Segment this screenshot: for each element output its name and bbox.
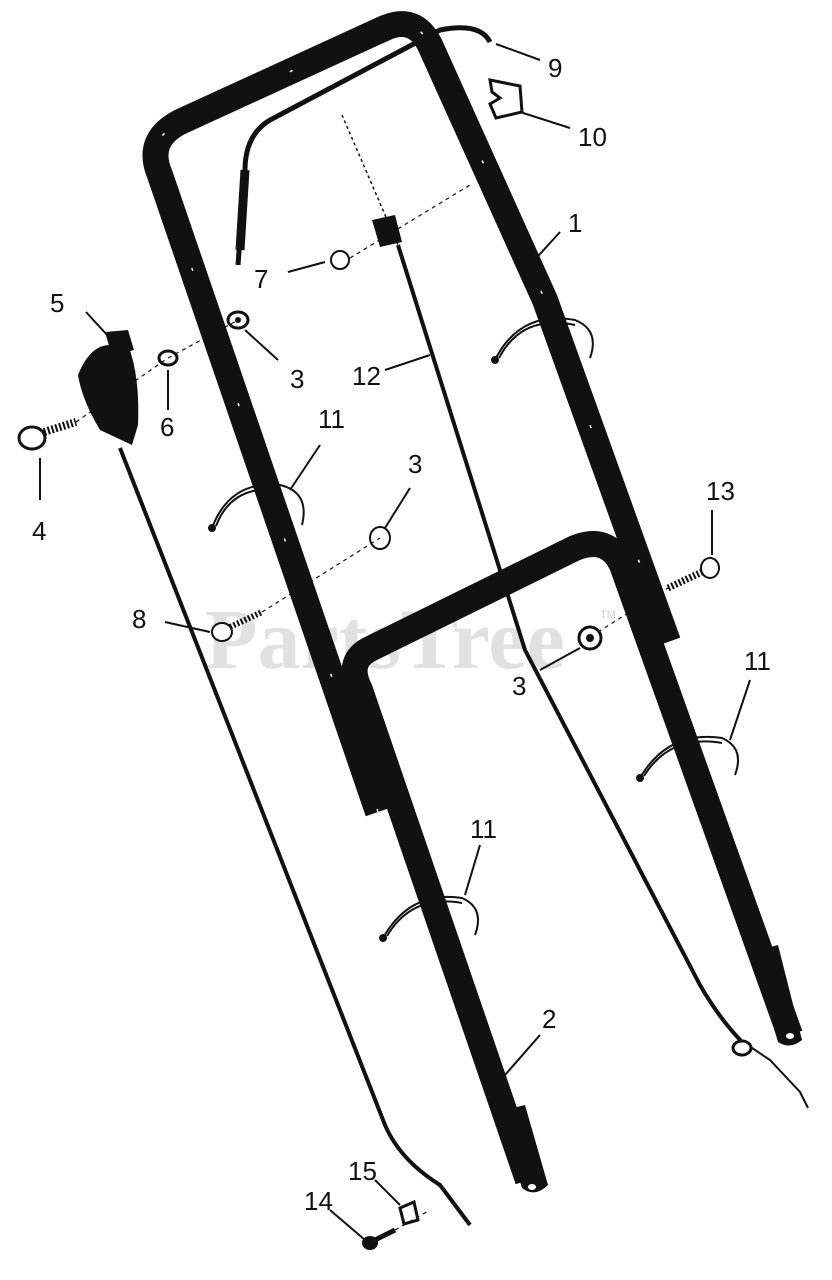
bolt-13: [666, 557, 720, 592]
lower-handle: [341, 531, 803, 1193]
cable-tie-11-left: [208, 483, 305, 532]
callout-11-upper: 11: [318, 404, 345, 434]
watermark-trademark: TM: [600, 609, 616, 621]
control-housing: [78, 330, 139, 445]
callout-12: 12: [352, 361, 381, 391]
callout-9: 9: [548, 53, 562, 83]
control-cable: [118, 25, 809, 1227]
callout-15: 15: [348, 1156, 377, 1186]
carriage-bolt-4: [17, 418, 78, 451]
callout-3-top: 3: [290, 364, 304, 394]
callout-4: 4: [32, 516, 46, 546]
callout-8: 8: [132, 604, 146, 634]
callout-11-lower: 11: [470, 814, 497, 844]
bolt-8: [211, 609, 264, 642]
callout-5: 5: [50, 288, 64, 318]
callout-11-right: 11: [744, 646, 771, 676]
bail-wire: [341, 114, 402, 247]
leader-lines: [39, 43, 751, 1241]
cable-clip: [488, 78, 524, 120]
callout-13: 13: [706, 476, 735, 506]
callout-3-lower: 3: [512, 671, 526, 701]
cable-tie-11-lower: [379, 895, 479, 942]
nut-3-top: [226, 310, 250, 330]
callout-7: 7: [254, 264, 268, 294]
assembly-lines: [75, 184, 669, 1231]
callout-6: 6: [160, 412, 174, 442]
bolt-14: [362, 1227, 397, 1250]
callouts: 9 10 1 5 7 3 12 6 11 3 4 13 8 11 3 11 2 …: [32, 53, 771, 1216]
nut-3-right: [577, 625, 603, 651]
callout-1: 1: [568, 208, 582, 238]
clip-15: [398, 1199, 420, 1226]
cable-tie-11-upper-right: [491, 317, 594, 364]
callout-14: 14: [304, 1186, 333, 1216]
cable-tie-11-right: [636, 735, 739, 782]
nut-7: [330, 250, 350, 270]
cable-end-fitting: [731, 1039, 753, 1057]
callout-2: 2: [542, 1004, 556, 1034]
callout-10: 10: [578, 122, 607, 152]
callout-3-middle: 3: [408, 449, 422, 479]
